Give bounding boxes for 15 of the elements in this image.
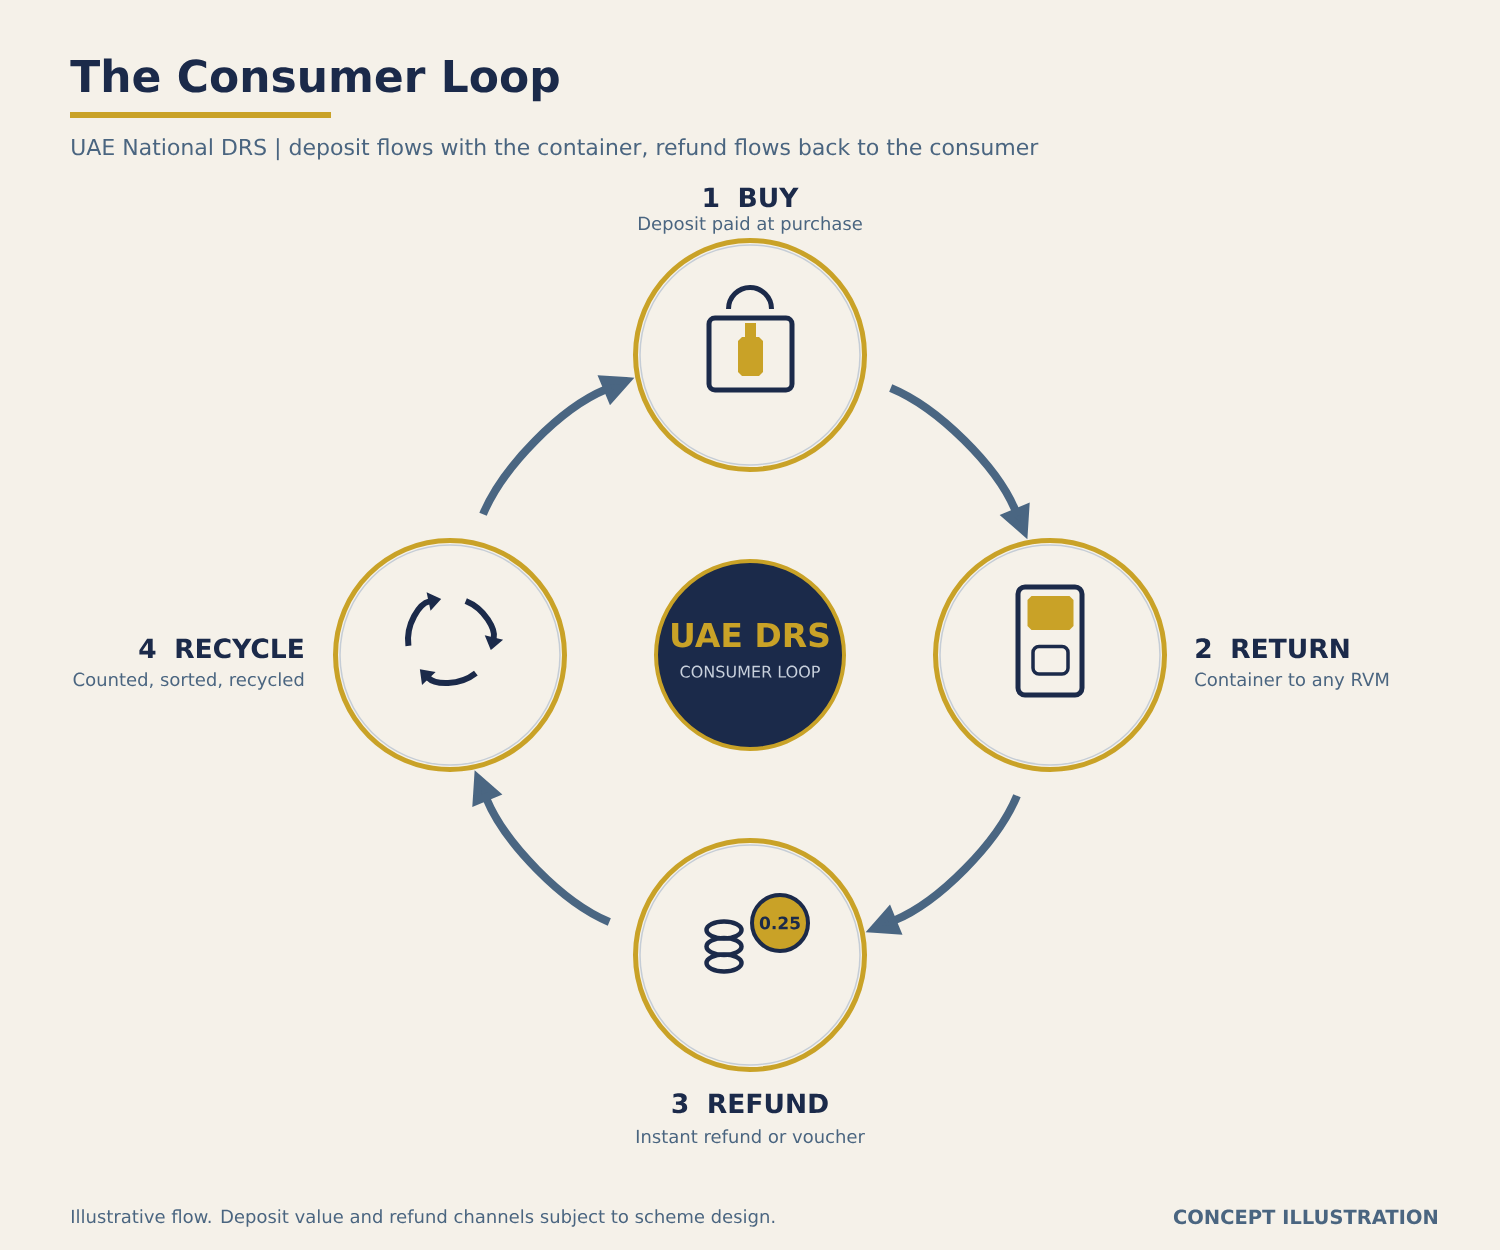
hub-subtitle: CONSUMER LOOP: [680, 665, 820, 678]
step-heading: 4 RECYCLE: [139, 638, 303, 659]
step-heading: 2 RETURN: [1196, 638, 1349, 659]
footnote: Illustrative flow. Deposit value and refund channels subject to scheme design.: [72, 1209, 775, 1227]
subtitle: UAE National DRS | deposit flows with the container, refund flows back to the consumer: [72, 138, 1039, 161]
step-description: Instant refund or voucher: [636, 1129, 865, 1144]
step-description: Deposit paid at purchase: [639, 216, 862, 234]
coin: 0.25: [750, 893, 810, 953]
stamp-text: CONCEPT ILLUSTRATION: [1173, 1209, 1437, 1225]
step-heading: 1 BUY: [704, 187, 799, 208]
step-description: Counted, sorted, recycled: [73, 672, 304, 690]
title: The Consumer Loop: [70, 58, 559, 102]
hub-title: UAE DRS: [672, 622, 829, 648]
step-description: Container to any RVM: [1195, 672, 1389, 690]
step-heading: 3 REFUND: [672, 1093, 828, 1114]
